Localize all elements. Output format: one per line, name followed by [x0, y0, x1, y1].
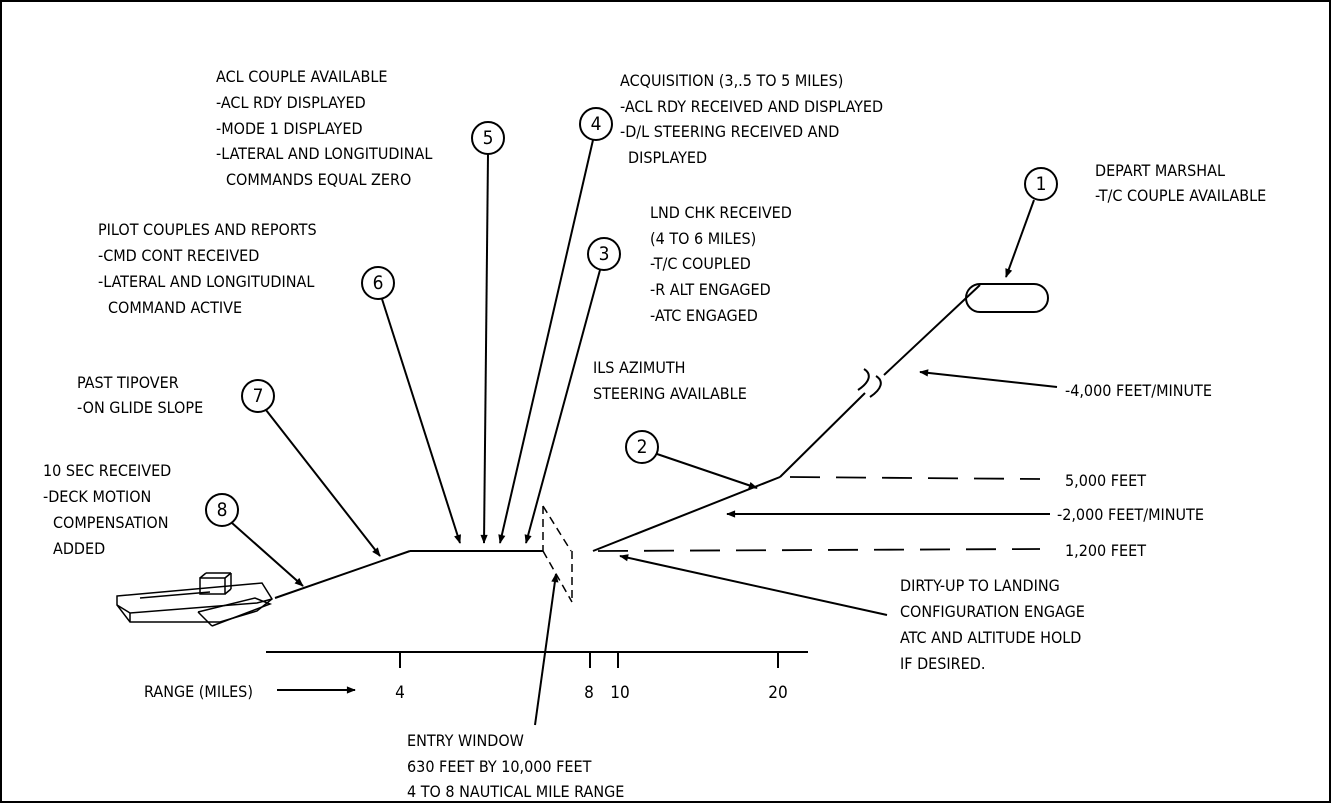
altitude-label-1200: 1,200 FEET: [1065, 541, 1146, 560]
callout-circles: 1 2 3 4 5 6 7 8: [205, 107, 1058, 527]
callout-number-8: 8: [217, 499, 228, 521]
callout-circle-7: 7: [241, 379, 275, 413]
entry-window-line: 4 TO 8 NAUTICAL MILE RANGE: [407, 782, 624, 801]
callout-4-line: ACQUISITION (3,.5 TO 5 MILES): [620, 71, 843, 90]
dirty-up-line: DIRTY-UP TO LANDING: [900, 576, 1060, 595]
callout-3-line: -ATC ENGAGED: [650, 306, 758, 325]
callout-5-line: -LATERAL AND LONGITUDINAL: [216, 144, 432, 163]
callout-text-3: LND CHK RECEIVED (4 TO 6 MILES) -T/C COU…: [650, 203, 792, 325]
arrow-4: [498, 139, 594, 544]
range-axis: 4 8 10 20 RANGE (MILES): [144, 651, 808, 703]
flight-path: [274, 283, 1049, 599]
callout-number-3: 3: [599, 243, 610, 265]
callout-number-5: 5: [483, 127, 494, 149]
range-tick-10: 10: [610, 683, 629, 703]
arrow-3: [524, 269, 601, 544]
leader-arrows: [231, 139, 1058, 726]
callout-8-line: 10 SEC RECEIVED: [43, 461, 171, 480]
altitude-line-1200: [597, 548, 1041, 552]
arrow-2: [656, 453, 758, 489]
callout-3-line: (4 TO 6 MILES): [650, 229, 756, 248]
callout-text-1: DEPART MARSHAL -T/C COUPLE AVAILABLE: [1095, 161, 1266, 205]
altitude-line-5000: [789, 476, 1041, 480]
dirty-up-line: ATC AND ALTITUDE HOLD: [900, 628, 1081, 647]
callout-3-line: -T/C COUPLED: [650, 254, 751, 273]
callout-text-6: PILOT COUPLES AND REPORTS -CMD CONT RECE…: [98, 220, 317, 317]
callout-text-8: 10 SEC RECEIVED -DECK MOTION COMPENSATIO…: [43, 461, 171, 558]
range-axis-label: RANGE (MILES): [144, 682, 253, 701]
arrow-5: [480, 153, 489, 544]
callout-circle-1: 1: [1024, 167, 1058, 201]
callout-number-4: 4: [591, 113, 602, 135]
callout-8-line: COMPENSATION: [53, 513, 169, 532]
callout-6-line: COMMAND ACTIVE: [108, 298, 242, 317]
callout-1-line: DEPART MARSHAL: [1095, 161, 1225, 180]
callout-circle-8: 8: [205, 493, 239, 527]
rate-label-4000: -4,000 FEET/MINUTE: [1065, 381, 1212, 400]
callout-text-5: ACL COUPLE AVAILABLE -ACL RDY DISPLAYED …: [216, 67, 432, 189]
arrow-dirty-up: [619, 554, 888, 616]
callout-7-line: -ON GLIDE SLOPE: [77, 398, 203, 417]
callout-circle-6: 6: [361, 266, 395, 300]
callout-number-7: 7: [253, 385, 264, 407]
callout-6-line: -LATERAL AND LONGITUDINAL: [98, 272, 314, 291]
callout-8-line: ADDED: [53, 539, 105, 558]
callout-2-line: ILS AZIMUTH: [593, 358, 686, 377]
entry-window-gate: [542, 505, 573, 603]
callout-2-line: STEERING AVAILABLE: [593, 384, 747, 403]
callout-3-line: LND CHK RECEIVED: [650, 203, 792, 222]
range-tick-4: 4: [395, 683, 405, 703]
arrow-8: [231, 522, 304, 587]
callout-circle-4: 4: [579, 107, 613, 141]
callout-text-2: ILS AZIMUTH STEERING AVAILABLE: [593, 358, 747, 403]
callout-1-line: -T/C COUPLE AVAILABLE: [1095, 186, 1266, 205]
entry-window-line: 630 FEET BY 10,000 FEET: [407, 757, 592, 776]
callout-5-line: -MODE 1 DISPLAYED: [216, 119, 363, 138]
callout-4-line: -D/L STEERING RECEIVED AND: [620, 122, 839, 141]
callout-8-line: -DECK MOTION: [43, 487, 151, 506]
dirty-up-line: CONFIGURATION ENGAGE: [900, 602, 1085, 621]
dirty-up-line: IF DESIRED.: [900, 654, 985, 673]
arrow-6: [381, 298, 461, 544]
callout-4-line: DISPLAYED: [628, 148, 707, 167]
callout-7-line: PAST TIPOVER: [77, 373, 179, 392]
callout-circle-2: 2: [625, 430, 659, 464]
callout-number-6: 6: [373, 272, 384, 294]
range-tick-8: 8: [584, 683, 594, 703]
aircraft-carrier-shape: [116, 572, 273, 627]
rate-label-2000: -2,000 FEET/MINUTE: [1057, 505, 1204, 524]
entry-window-line: ENTRY WINDOW: [407, 731, 524, 750]
callout-6-line: PILOT COUPLES AND REPORTS: [98, 220, 317, 239]
entry-window-text: ENTRY WINDOW 630 FEET BY 10,000 FEET 4 T…: [407, 731, 624, 801]
callout-text-4: ACQUISITION (3,.5 TO 5 MILES) -ACL RDY R…: [620, 71, 883, 167]
callout-5-line: COMMANDS EQUAL ZERO: [226, 170, 411, 189]
callout-5-line: ACL COUPLE AVAILABLE: [216, 67, 387, 86]
callout-4-line: -ACL RDY RECEIVED AND DISPLAYED: [620, 97, 883, 116]
arrow-7: [265, 409, 381, 557]
callout-text-7: PAST TIPOVER -ON GLIDE SLOPE: [77, 373, 203, 417]
range-tick-20: 20: [768, 683, 787, 703]
callout-circle-5: 5: [471, 121, 505, 155]
callout-3-line: -R ALT ENGAGED: [650, 280, 771, 299]
arrow-entry-window: [534, 573, 559, 726]
callout-number-1: 1: [1036, 173, 1047, 195]
callout-circle-3: 3: [587, 237, 621, 271]
callout-6-line: -CMD CONT RECEIVED: [98, 246, 259, 265]
altitude-label-5000: 5,000 FEET: [1065, 471, 1146, 490]
marshal-pattern-shape: [965, 283, 1049, 313]
arrow-descent-high: [919, 369, 1058, 388]
arrow-1: [1005, 199, 1035, 278]
dirty-up-text: DIRTY-UP TO LANDING CONFIGURATION ENGAGE…: [900, 576, 1085, 673]
callout-5-line: -ACL RDY DISPLAYED: [216, 93, 366, 112]
callout-number-2: 2: [637, 436, 648, 458]
